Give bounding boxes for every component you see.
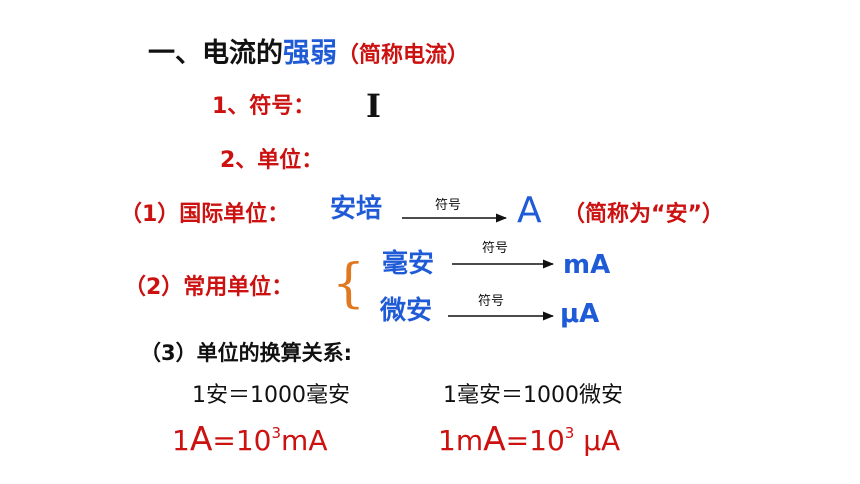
unit-label: 2、单位： bbox=[220, 148, 324, 173]
formula-2-eq: =10 bbox=[505, 424, 565, 457]
microamp-symbol: μA bbox=[560, 299, 600, 329]
common-unit-label: （2）常用单位： bbox=[124, 275, 294, 300]
milliamp-name: 毫安 bbox=[382, 249, 435, 279]
formula-1-lhs-num: 1 bbox=[172, 424, 190, 457]
formula-2-rhs-unit: μA bbox=[574, 424, 621, 457]
formula-2-lhs-unit: A bbox=[483, 419, 506, 458]
formula-1-rhs-unit: mA bbox=[281, 424, 328, 457]
title-highlight: 强弱 bbox=[283, 38, 337, 69]
microamp-arrow-label: 符号 bbox=[478, 294, 505, 309]
symbol-label: 1、符号： bbox=[212, 94, 316, 119]
conversion-equation-1: 1安＝1000毫安 bbox=[192, 383, 350, 408]
page-title: 一、电流的强弱（简称电流） bbox=[148, 40, 469, 67]
symbol-value: I bbox=[366, 87, 381, 125]
formula-2-exp: 3 bbox=[564, 423, 575, 442]
microamp-name: 微安 bbox=[380, 296, 433, 326]
formula-2: 1mA=103 μA bbox=[438, 422, 620, 455]
intl-unit-symbol: A bbox=[517, 190, 542, 231]
intl-unit-note: （简称为“安”） bbox=[563, 202, 724, 227]
formula-1-eq: =10 bbox=[212, 424, 272, 457]
brace-icon: { bbox=[332, 254, 366, 314]
intl-unit-name: 安培 bbox=[330, 194, 383, 224]
intl-arrow-label: 符号 bbox=[435, 198, 462, 213]
title-prefix: 一、电流的 bbox=[148, 38, 283, 69]
milliamp-arrow-label: 符号 bbox=[482, 241, 509, 256]
formula-2-lhs-num: 1m bbox=[438, 424, 484, 457]
milliamp-symbol: mA bbox=[563, 250, 611, 280]
formula-1: 1A=103mA bbox=[172, 422, 327, 455]
title-note: （简称电流） bbox=[337, 43, 470, 68]
formula-1-exp: 3 bbox=[271, 423, 282, 442]
formula-1-lhs-unit: A bbox=[189, 419, 213, 458]
conversion-label: （3）单位的换算关系: bbox=[140, 341, 353, 365]
conversion-equation-2: 1毫安＝1000微安 bbox=[443, 383, 623, 408]
intl-unit-label: （1）国际单位： bbox=[120, 202, 290, 227]
